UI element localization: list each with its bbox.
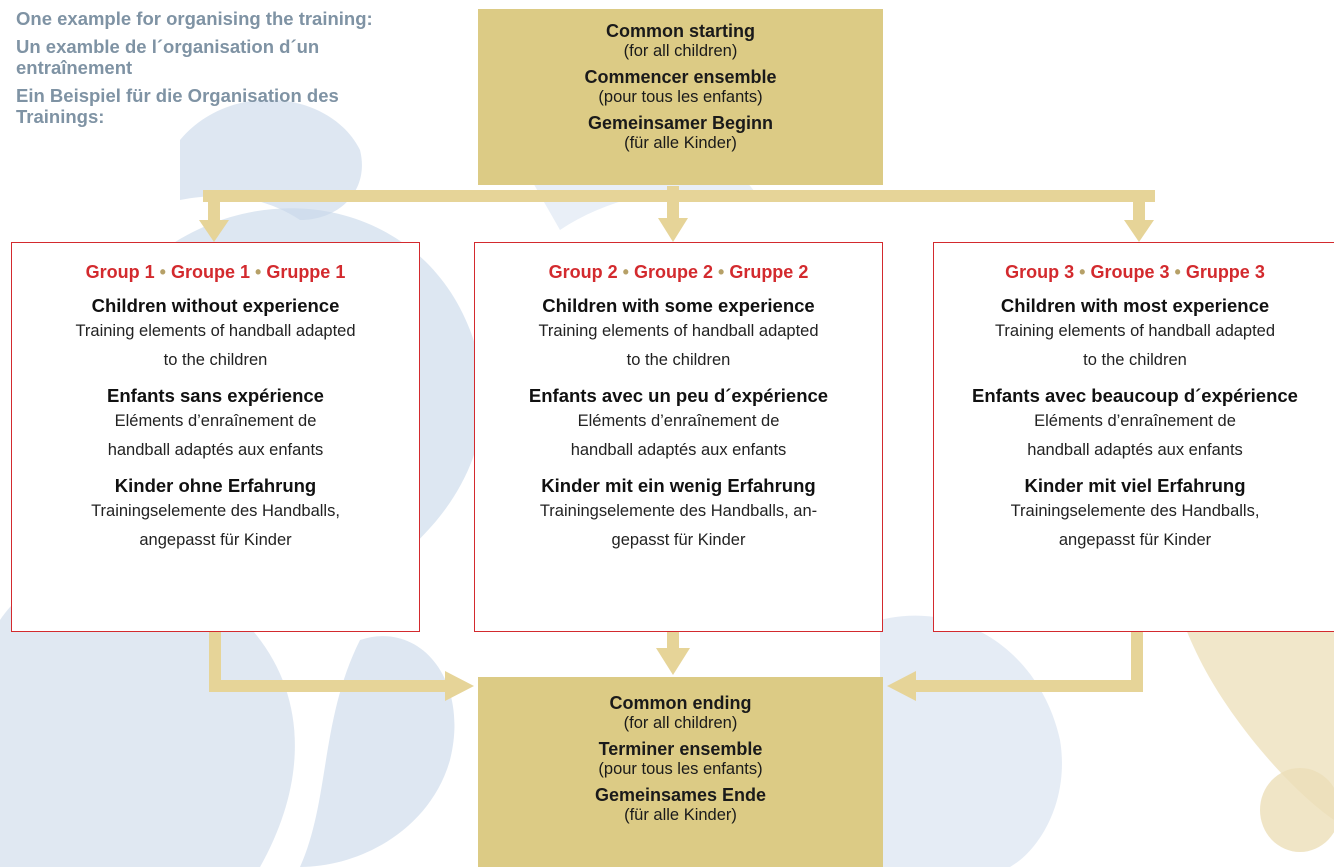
common-start-en-sub: (for all children) xyxy=(623,42,738,60)
common-start-box: Common starting (for all children) Comme… xyxy=(478,9,883,185)
arrow-head-group-2 xyxy=(658,218,688,242)
group-3-box: Group 3•Groupe 3•Gruppe 3 Children with … xyxy=(933,242,1334,632)
group-3-header-de: Gruppe 3 xyxy=(1185,262,1265,282)
group-2-desc-de-2: gepasst für Kinder xyxy=(611,531,746,549)
group-3-desc-de-2: angepasst für Kinder xyxy=(1058,531,1212,549)
group-1-desc-de-1: Trainingselemente des Handballs, xyxy=(91,502,340,520)
common-end-fr-sub: (pour tous les enfants) xyxy=(598,760,763,778)
group-3-header-fr: Groupe 3 xyxy=(1090,262,1170,282)
separator-dot: • xyxy=(622,262,629,282)
group-3-desc-de-1: Trainingselemente des Handballs, xyxy=(1010,502,1260,520)
group-2-header-de: Gruppe 2 xyxy=(729,262,809,282)
stem-group-2 xyxy=(667,186,679,222)
separator-dot: • xyxy=(1079,262,1086,282)
group-1-header-en: Group 1 xyxy=(85,262,155,282)
group-2-desc-en-2: to the children xyxy=(626,351,731,369)
separator-dot: • xyxy=(255,262,262,282)
bg-figure-mid xyxy=(300,636,455,867)
intro-text: One example for organising the training:… xyxy=(16,8,376,134)
common-start-fr-title: Commencer ensemble xyxy=(584,67,777,87)
connector-group-1-down xyxy=(209,632,221,684)
common-end-de-sub: (für alle Kinder) xyxy=(624,806,737,824)
separator-dot: • xyxy=(718,262,725,282)
group-1-desc-en-2: to the children xyxy=(163,351,268,369)
common-start-en-title: Common starting xyxy=(605,21,755,41)
group-2-desc-fr-2: handball adaptés aux enfants xyxy=(570,441,787,459)
group-3-desc-en-1: Training elements of handball adapted xyxy=(994,322,1276,340)
intro-english: One example for organising the training: xyxy=(16,8,373,29)
common-end-fr-title: Terminer ensemble xyxy=(598,739,763,759)
common-end-fr: Terminer ensemble (pour tous les enfants… xyxy=(478,739,883,779)
group-2-desc-de-1: Trainingselemente des Handballs, an- xyxy=(539,502,818,520)
separator-dot: • xyxy=(159,262,166,282)
group-2-box: Group 2•Groupe 2•Gruppe 2 Children with … xyxy=(474,242,883,632)
arrow-head-group-3 xyxy=(1124,220,1154,242)
common-start-de: Gemeinsamer Beginn (für alle Kinder) xyxy=(478,113,883,153)
arrow-head-group-3-end xyxy=(887,671,916,701)
group-3-desc-fr-1: Eléments d’enraînement de xyxy=(1034,412,1236,430)
group-2-title-fr: Enfants avec un peu d´expérience xyxy=(528,385,829,406)
common-end-de: Gemeinsames Ende (für alle Kinder) xyxy=(478,785,883,825)
group-1-desc-fr-2: handball adaptés aux enfants xyxy=(107,441,324,459)
bg-figure-right xyxy=(880,615,1062,867)
common-start-en: Common starting (for all children) xyxy=(478,21,883,61)
arrow-head-group-2-end xyxy=(656,648,690,675)
group-2-header-fr: Groupe 2 xyxy=(633,262,713,282)
group-3-header: Group 3•Groupe 3•Gruppe 3 xyxy=(934,261,1334,283)
group-1-title-en: Children without experience xyxy=(91,295,340,316)
stem-group-3 xyxy=(1133,196,1145,224)
connector-group-3-left xyxy=(912,680,1143,692)
group-1-header-de: Gruppe 1 xyxy=(266,262,346,282)
common-end-box: Common ending (for all children) Termine… xyxy=(478,677,883,867)
arrow-head-group-1-end xyxy=(445,671,474,701)
group-1-header-fr: Groupe 1 xyxy=(170,262,250,282)
common-end-en: Common ending (for all children) xyxy=(478,693,883,733)
group-1-desc-en-1: Training elements of handball adapted xyxy=(75,322,356,340)
intro-german: Ein Beispiel für die Organisation des Tr… xyxy=(16,85,339,127)
group-3-title-fr: Enfants avec beaucoup d´expérience xyxy=(972,385,1298,406)
common-start-de-sub: (für alle Kinder) xyxy=(624,134,737,152)
common-start-fr-sub: (pour tous les enfants) xyxy=(598,88,763,106)
separator-dot: • xyxy=(1174,262,1181,282)
stem-group-1 xyxy=(208,196,220,224)
group-1-desc-de-2: angepasst für Kinder xyxy=(139,531,292,549)
group-2-title-en: Children with some experience xyxy=(542,295,815,316)
group-2-title-de: Kinder mit ein wenig Erfahrung xyxy=(541,475,816,496)
group-1-title-de: Kinder ohne Erfahrung xyxy=(114,475,317,496)
common-start-de-title: Gemeinsamer Beginn xyxy=(587,113,774,133)
group-2-header: Group 2•Groupe 2•Gruppe 2 xyxy=(475,261,882,283)
common-end-de-title: Gemeinsames Ende xyxy=(594,785,767,805)
common-end-en-title: Common ending xyxy=(609,693,752,713)
connector-group-1-right xyxy=(209,680,449,692)
intro-french: Un examble de l´organisation d´un entraî… xyxy=(16,36,320,78)
bg-figure-left xyxy=(0,563,295,867)
group-3-header-en: Group 3 xyxy=(1005,262,1075,282)
connector-group-3-down xyxy=(1131,632,1143,692)
group-2-desc-fr-1: Eléments d’enraînement de xyxy=(577,412,780,430)
arrow-head-group-1 xyxy=(199,220,229,242)
common-end-en-sub: (for all children) xyxy=(623,714,738,732)
group-1-title-fr: Enfants sans expérience xyxy=(107,385,324,406)
group-3-title-de: Kinder mit viel Erfahrung xyxy=(1024,475,1246,496)
bg-beige-ball xyxy=(1260,768,1334,852)
group-1-box: Group 1•Groupe 1•Gruppe 1 Children witho… xyxy=(11,242,420,632)
group-3-title-en: Children with most experience xyxy=(1000,295,1270,316)
group-2-desc-en-1: Training elements of handball adapted xyxy=(538,322,819,340)
group-3-desc-en-2: to the children xyxy=(1083,351,1187,369)
common-start-fr: Commencer ensemble (pour tous les enfant… xyxy=(478,67,883,107)
group-1-desc-fr-1: Eléments d’enraînement de xyxy=(114,412,317,430)
bg-figure-top xyxy=(180,99,362,220)
group-2-header-en: Group 2 xyxy=(548,262,618,282)
group-1-header: Group 1•Groupe 1•Gruppe 1 xyxy=(12,261,419,283)
group-3-desc-fr-2: handball adaptés aux enfants xyxy=(1027,441,1243,459)
